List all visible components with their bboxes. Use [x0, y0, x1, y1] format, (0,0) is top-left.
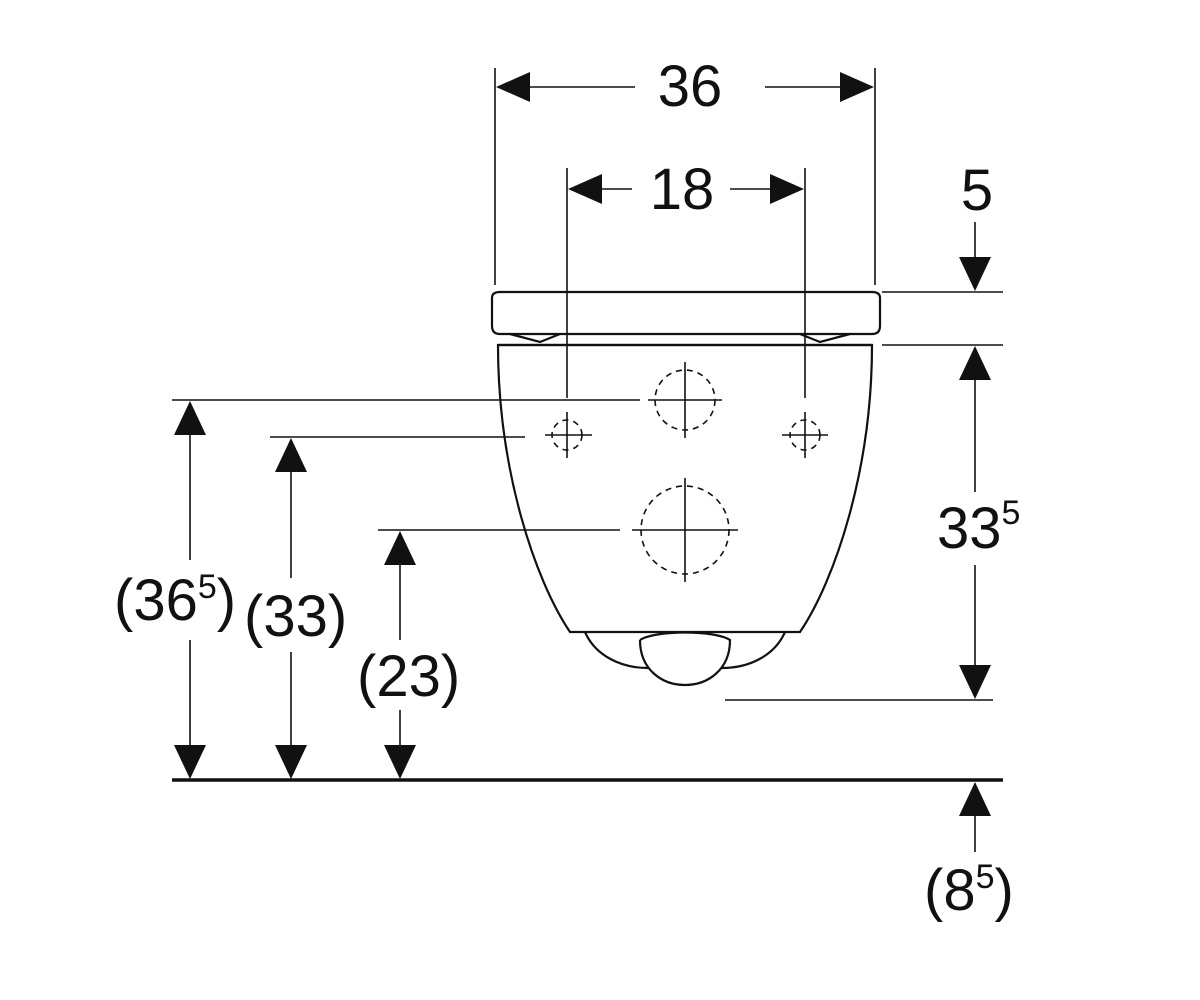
label-height-lower-fixing: (33) [244, 584, 347, 649]
arrow-335-down [959, 665, 991, 699]
arrow-36-right [840, 72, 874, 102]
fixing-holes [545, 362, 828, 582]
toilet-side-view [490, 290, 882, 686]
arrow-33-down [275, 745, 307, 779]
label-fixing-spacing: 18 [650, 157, 715, 222]
arrow-36-left [496, 72, 530, 102]
dimension-labels: 36 18 5 335 (365) (33) (23) (85) [114, 54, 1020, 923]
label-height-upper-fixing: (365) [114, 568, 236, 633]
arrow-365-up [174, 401, 206, 435]
seat-underside [509, 332, 851, 344]
arrow-335-up [959, 346, 991, 380]
label-seat-thickness: 5 [961, 158, 993, 223]
extension-lines [172, 68, 1003, 701]
label-height-waste-outlet: (23) [357, 644, 460, 709]
arrow-18-left [568, 174, 602, 204]
outlet-spigot [638, 631, 732, 686]
arrow-85-up [959, 782, 991, 816]
outlet-right-lobe [721, 631, 787, 670]
arrow-5-down [959, 257, 991, 291]
arrow-18-right [770, 174, 804, 204]
label-outlet-below-floor: (85) [924, 858, 1014, 923]
seat-lid [490, 290, 882, 336]
label-bowl-height: 335 [937, 494, 1020, 561]
label-overall-width: 36 [658, 54, 723, 119]
arrow-33-up [275, 438, 307, 472]
arrow-365-down [174, 745, 206, 779]
arrow-23-up [384, 531, 416, 565]
arrow-23-down [384, 745, 416, 779]
bowl-body [496, 343, 874, 634]
outlet-left-lobe [583, 631, 649, 670]
dimension-lines [174, 72, 991, 852]
